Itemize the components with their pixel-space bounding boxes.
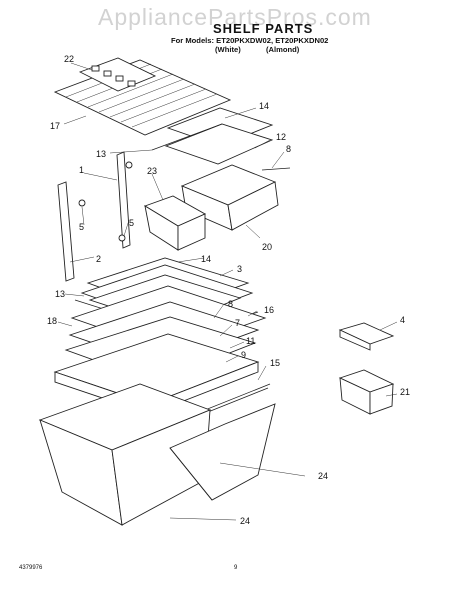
callout-8-middle: 8 xyxy=(228,299,233,309)
callout-13-middle: 13 xyxy=(55,289,65,299)
part-22-wire-shelf xyxy=(53,57,232,136)
callout-5-left: 5 xyxy=(79,222,84,232)
callout-24-right: 24 xyxy=(318,471,328,481)
variant-white: (White) xyxy=(215,45,241,54)
callout-14-middle: 14 xyxy=(201,254,211,264)
part-24-crisper-drawer-right xyxy=(169,403,276,501)
callout-15: 15 xyxy=(270,358,280,368)
callout-17: 17 xyxy=(50,121,60,131)
callout-24-bottom: 24 xyxy=(240,516,250,526)
callout-14-upper: 14 xyxy=(259,101,269,111)
part-23-small-bin xyxy=(143,195,207,251)
callout-1: 1 xyxy=(79,165,84,175)
part-24-crisper-drawer-left xyxy=(38,383,212,526)
callout-4: 4 xyxy=(400,315,405,325)
callout-8-upper: 8 xyxy=(286,144,291,154)
variant-almond: (Almond) xyxy=(266,45,300,54)
callout-12: 12 xyxy=(276,132,286,142)
watermark: AppliancePartsPros.com xyxy=(98,4,372,30)
page-title: SHELF PARTS xyxy=(213,21,314,36)
callout-11: 11 xyxy=(246,336,255,346)
part-20-deli-drawer xyxy=(180,164,279,231)
leader-lines xyxy=(57,62,398,521)
callout-16: 16 xyxy=(264,305,274,315)
callout-5-right: 5 xyxy=(129,218,134,228)
callout-2: 2 xyxy=(96,254,101,264)
callout-7: 7 xyxy=(235,318,240,328)
part-14-glass-shelf-upper xyxy=(151,107,291,171)
callout-9: 9 xyxy=(241,350,246,360)
page-number: 9 xyxy=(234,565,238,571)
callout-13-upper: 13 xyxy=(96,149,106,159)
part-21-door-bin xyxy=(338,369,395,415)
callout-22: 22 xyxy=(64,54,74,64)
models-line: For Models: ET20PKXDW02, ET20PKXDN02 xyxy=(171,36,329,45)
part-1-shelf-rail xyxy=(57,151,133,282)
callout-3: 3 xyxy=(237,264,242,274)
document-number: 4379976 xyxy=(19,565,43,571)
callout-18: 18 xyxy=(47,316,57,326)
callout-21: 21 xyxy=(400,387,410,397)
part-4-door-bin-cover xyxy=(338,322,395,351)
callout-23: 23 xyxy=(147,166,157,176)
callout-20: 20 xyxy=(262,242,272,252)
